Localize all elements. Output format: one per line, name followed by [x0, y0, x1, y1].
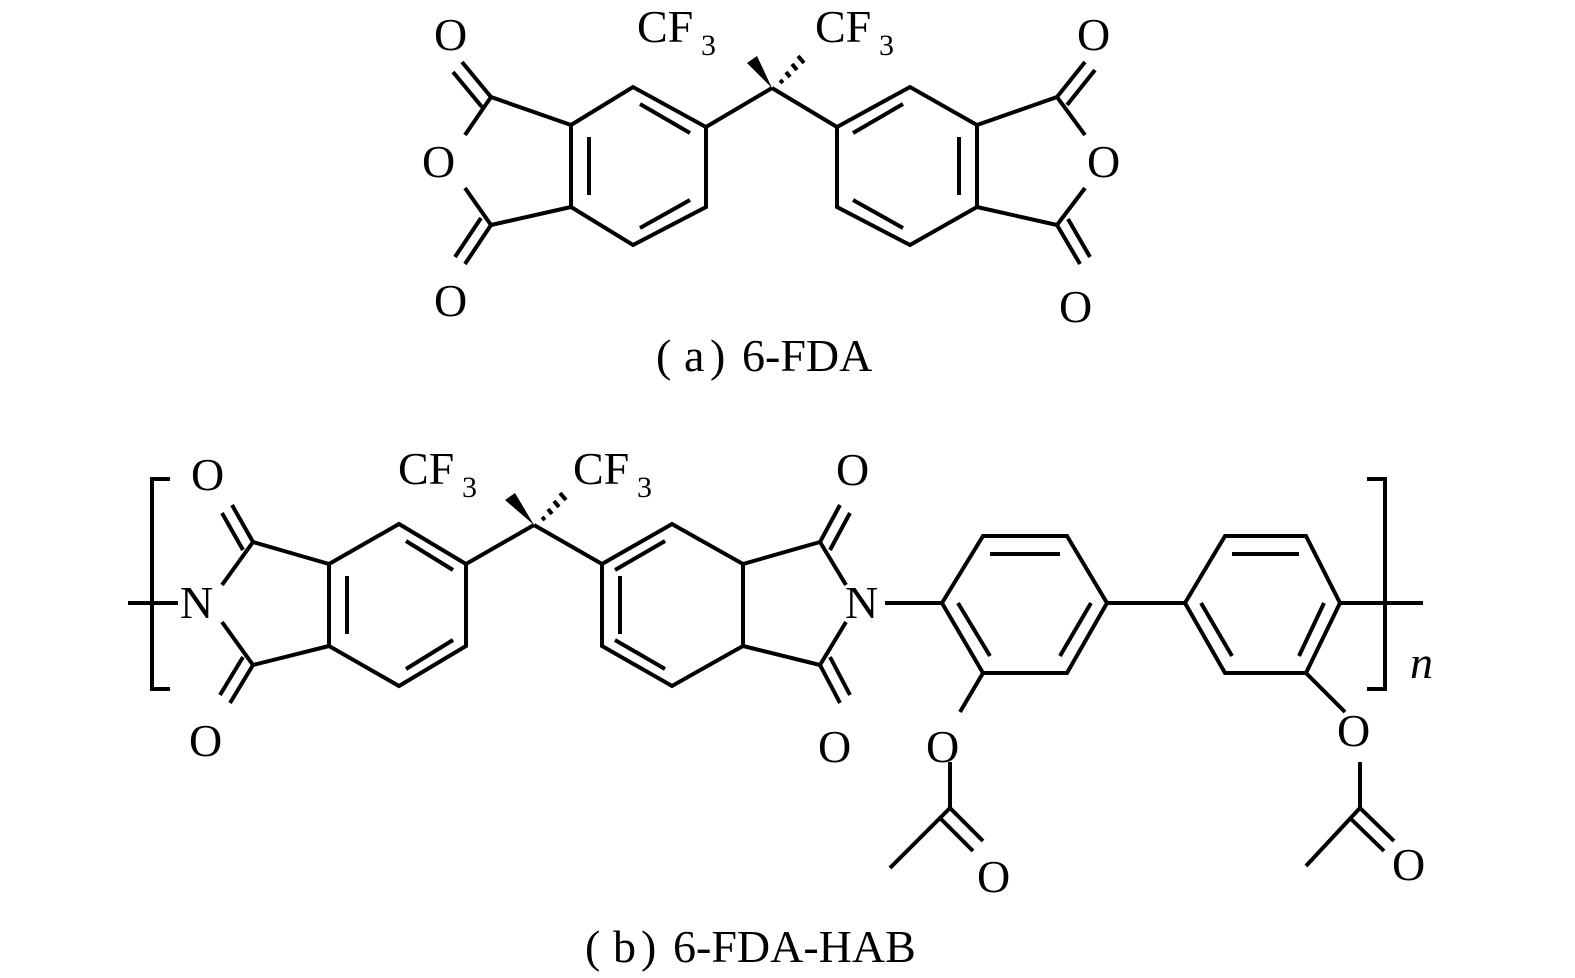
hab-left-imide-ring: [218, 504, 330, 705]
hab-nitrogen-label: N: [845, 577, 878, 628]
caption-a: ( a ) 6-FDA: [656, 330, 872, 381]
hab-acetoxy-left: [888, 671, 985, 870]
6fda-central-carbon: [704, 54, 839, 129]
hab-oxygen-label: O: [191, 449, 224, 500]
6fda-oxygen-label: O: [422, 136, 455, 187]
6fda-oxygen-label: O: [1087, 136, 1120, 187]
6fda-cf3-subscript: 3: [879, 29, 894, 62]
caption-b-open: (: [585, 921, 600, 972]
structure-6fda: O O O O O O CF 3 CF 3 ( a ) 6-FDA: [422, 1, 1120, 381]
caption-b-close: ): [641, 921, 656, 972]
hab-cf3-subscript: 3: [637, 471, 652, 504]
hab-right-imide-ring: [742, 504, 942, 704]
hab-oxygen-label: O: [818, 721, 851, 772]
hab-oxygen-label: O: [1337, 705, 1370, 756]
6fda-cf3-subscript: 3: [701, 29, 716, 62]
6fda-cf3-label: CF: [815, 1, 871, 52]
hab-left-benzene: [327, 521, 468, 689]
6fda-left-benzene: [569, 84, 708, 248]
6fda-oxygen-label: O: [434, 9, 467, 60]
hab-oxygen-label: O: [1392, 839, 1425, 890]
hab-cf3-label: CF: [573, 443, 629, 494]
caption-a-name: 6-FDA: [742, 330, 872, 381]
repeat-unit-brackets: [128, 477, 1423, 691]
hab-oxygen-label: O: [977, 851, 1010, 902]
6fda-oxygen-label: O: [434, 275, 467, 326]
hab-cf3-label: CF: [398, 443, 454, 494]
hab-oxygen-label: O: [836, 444, 869, 495]
caption-a-open: (: [656, 330, 671, 381]
hab-oxygen-label: O: [926, 721, 959, 772]
hab-nitrogen-label: N: [180, 577, 213, 628]
hab-oxygen-label: O: [189, 715, 222, 766]
hab-cf3-subscript: 3: [462, 471, 477, 504]
6fda-cf3-label: CF: [637, 1, 693, 52]
hab-central-carbon: [465, 491, 603, 566]
hab-biphenyl-ring-1: [939, 534, 1185, 675]
structure-6fda-hab: O O O O O O O O N N CF 3 CF 3 n ( b ) 6-…: [128, 443, 1433, 972]
6fda-oxygen-label: O: [1059, 281, 1092, 332]
6fda-left-anhydride-ring: [451, 60, 572, 266]
caption-b: ( b ) 6-FDA-HAB: [585, 921, 916, 972]
hab-biphenyl-ring-2: [1182, 534, 1343, 675]
caption-b-letter: b: [613, 921, 636, 972]
hab-acetoxy-right: [1304, 671, 1396, 868]
repeat-count-label: n: [1410, 637, 1433, 688]
caption-a-letter: a: [684, 330, 704, 381]
6fda-right-benzene: [835, 84, 979, 248]
caption-a-close: ): [710, 330, 725, 381]
caption-b-name: 6-FDA-HAB: [673, 921, 916, 972]
6fda-right-anhydride-ring: [976, 60, 1097, 266]
6fda-oxygen-label: O: [1077, 9, 1110, 60]
hab-right-benzene: [600, 521, 745, 689]
